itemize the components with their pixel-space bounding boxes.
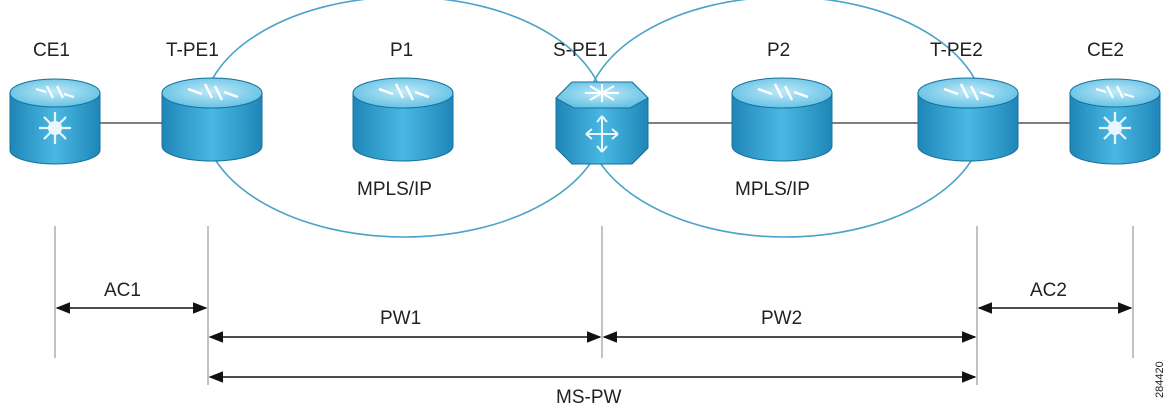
switch-router-icon (1069, 78, 1161, 165)
p1-label: P1 (390, 40, 413, 61)
p2-node: P2 (731, 40, 833, 162)
tpe1-node: T-PE1 (161, 40, 263, 162)
mspw-label: MS-PW (556, 387, 622, 408)
tpe2-label: T-PE2 (930, 40, 983, 61)
ce2-node: CE2 (1069, 40, 1161, 165)
spe1-label: S-PE1 (553, 40, 608, 61)
ce1-label: CE1 (33, 40, 70, 61)
mpls-ip-label-left: MPLS/IP (357, 179, 432, 200)
mpls-ip-label-right: MPLS/IP (735, 179, 810, 200)
figure-id: 284420 (1154, 361, 1166, 398)
ce1-node: CE1 (9, 40, 101, 165)
tpe1-label: T-PE1 (166, 40, 219, 61)
ac1-label: AC1 (104, 280, 141, 301)
p2-label: P2 (767, 40, 790, 61)
router-icon (161, 77, 263, 162)
ce2-label: CE2 (1087, 40, 1124, 61)
router-icon (731, 77, 833, 162)
octagon-switch-icon (555, 81, 649, 165)
pw1-label: PW1 (380, 308, 421, 329)
ac2-label: AC2 (1030, 280, 1067, 301)
pw2-label: PW2 (761, 308, 802, 329)
router-icon (352, 77, 454, 162)
switch-router-icon (9, 78, 101, 165)
spe1-node: S-PE1 (553, 40, 649, 165)
router-icon (917, 77, 1019, 162)
p1-node: P1 (352, 40, 454, 162)
tpe2-node: T-PE2 (917, 40, 1019, 162)
